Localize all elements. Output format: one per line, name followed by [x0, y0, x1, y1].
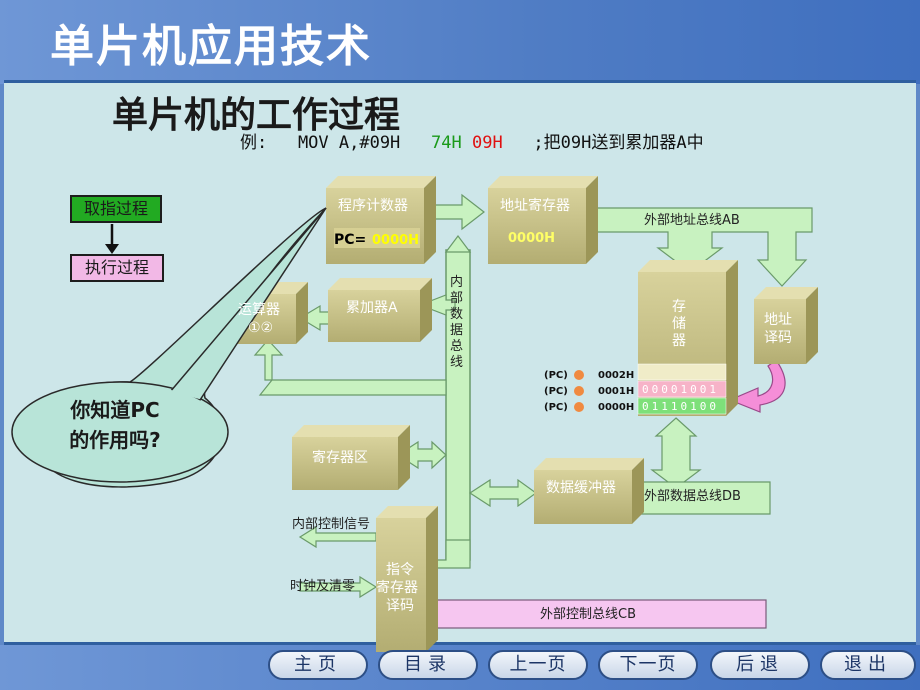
example-prefix: 例: MOV A,#09H — [240, 133, 431, 153]
arrow-bus-buffer — [468, 478, 538, 508]
mem-addr-2: 0002H — [598, 370, 634, 381]
pc-value-bg — [334, 228, 420, 248]
pc-value: 0000H — [372, 233, 419, 248]
bus-to-alu — [253, 339, 447, 396]
addr-decode-line-0: 地址 — [764, 312, 792, 328]
addr-bus-label: 外部地址总线AB — [644, 213, 740, 228]
data-buffer-block — [534, 458, 644, 524]
mem-bits-1: 00001001 — [642, 383, 719, 396]
ir-line-0: 指令 — [386, 562, 414, 578]
execute-process-box: 执行过程 — [70, 254, 164, 282]
internal-bus-char-1: 部 — [450, 291, 463, 306]
pointer-hand-icon — [574, 370, 584, 380]
acc-label: 累加器A — [346, 300, 398, 316]
alu-ops: ①② — [248, 320, 273, 336]
mem-bits-0: 01110100 — [642, 400, 719, 413]
home-button[interactable]: 主页 — [268, 650, 368, 680]
bubble-line-1: 你知道PC — [70, 398, 160, 422]
ir-line-2: 译码 — [386, 598, 414, 614]
contents-button[interactable]: 目录 — [378, 650, 478, 680]
app-title: 单片机应用技术 — [50, 21, 372, 72]
mem-ptr-1: (PC) — [544, 386, 568, 397]
mem-addr-0: 0000H — [598, 402, 634, 413]
internal-bus-char-0: 内 — [450, 274, 463, 290]
ctrl-bus-label: 外部控制总线CB — [540, 607, 636, 622]
mem-cell-0 — [637, 397, 727, 415]
bubble-line-2: 的作用吗? — [69, 428, 161, 452]
memory-char-1: 储 — [672, 316, 686, 332]
mem-ptr-0: (PC) — [544, 402, 568, 413]
bubble-text: 你知道PC 的作用吗? — [40, 395, 190, 455]
mem-addr-1: 0001H — [598, 386, 634, 397]
internal-bus-char-2: 数 — [450, 307, 463, 322]
pc-label: 程序计数器 — [338, 198, 408, 214]
reg-area-label: 寄存器区 — [312, 449, 368, 466]
example-line: 例: MOV A,#09H 74H 09H ;把09H送到累加器A中 — [240, 128, 704, 153]
prev-page-button[interactable]: 上一页 — [488, 650, 588, 680]
slide-title: 单片机的工作过程 — [112, 94, 401, 136]
acc-block — [328, 278, 432, 342]
address-bus — [581, 207, 813, 287]
mem-cell-2 — [637, 363, 727, 381]
example-comment: ;把09H送到累加器A中 — [502, 133, 704, 153]
example-immediate: 09H — [471, 133, 503, 153]
addr-decode-block — [754, 287, 818, 364]
internal-ctrl-label: 内部控制信号 — [292, 516, 370, 532]
next-page-button[interactable]: 下一页 — [598, 650, 698, 680]
header-band — [0, 0, 920, 84]
memory-char-0: 存 — [672, 299, 686, 315]
pointer-hand-icon — [574, 402, 584, 412]
pointer-hand-icon — [574, 386, 584, 396]
data-bus — [650, 417, 702, 489]
pc-block — [326, 176, 436, 264]
arrow-clock-reset — [299, 575, 378, 599]
decode-arrow — [728, 359, 786, 413]
clock-reset-label: 时钟及清零 — [290, 578, 355, 594]
addr-reg-block — [488, 176, 598, 264]
arrow-bus-acc — [418, 294, 456, 316]
back-button[interactable]: 后退 — [710, 650, 810, 680]
data-bus-label: 外部数据总线DB — [644, 489, 741, 504]
addr-reg-label: 地址寄存器 — [500, 197, 570, 214]
ir-block — [376, 506, 438, 652]
internal-bus-char-5: 线 — [450, 355, 463, 370]
arrow-pc-bus — [444, 235, 472, 253]
internal-bus-char-4: 总 — [450, 339, 463, 354]
fetch-process-box: 取指过程 — [70, 195, 162, 223]
data-buffer-label: 数据缓冲器 — [546, 480, 616, 496]
alu-label: 运算器 — [238, 302, 280, 318]
reg-area-block — [292, 425, 410, 490]
ir-line-1: 寄存器 — [376, 579, 418, 596]
memory-char-2: 器 — [672, 333, 686, 349]
pc-value-prefix: PC= — [334, 232, 366, 248]
exit-button[interactable]: 退出 — [820, 650, 916, 680]
example-opcode: 74H — [431, 133, 462, 153]
addr-decode-line-1: 译码 — [764, 330, 792, 346]
addr-reg-value: 0000H — [508, 231, 555, 246]
mem-cell-1 — [637, 380, 727, 398]
flow-arrow-head — [105, 244, 119, 254]
internal-bus-char-3: 据 — [450, 323, 463, 338]
mem-ptr-2: (PC) — [544, 370, 568, 381]
